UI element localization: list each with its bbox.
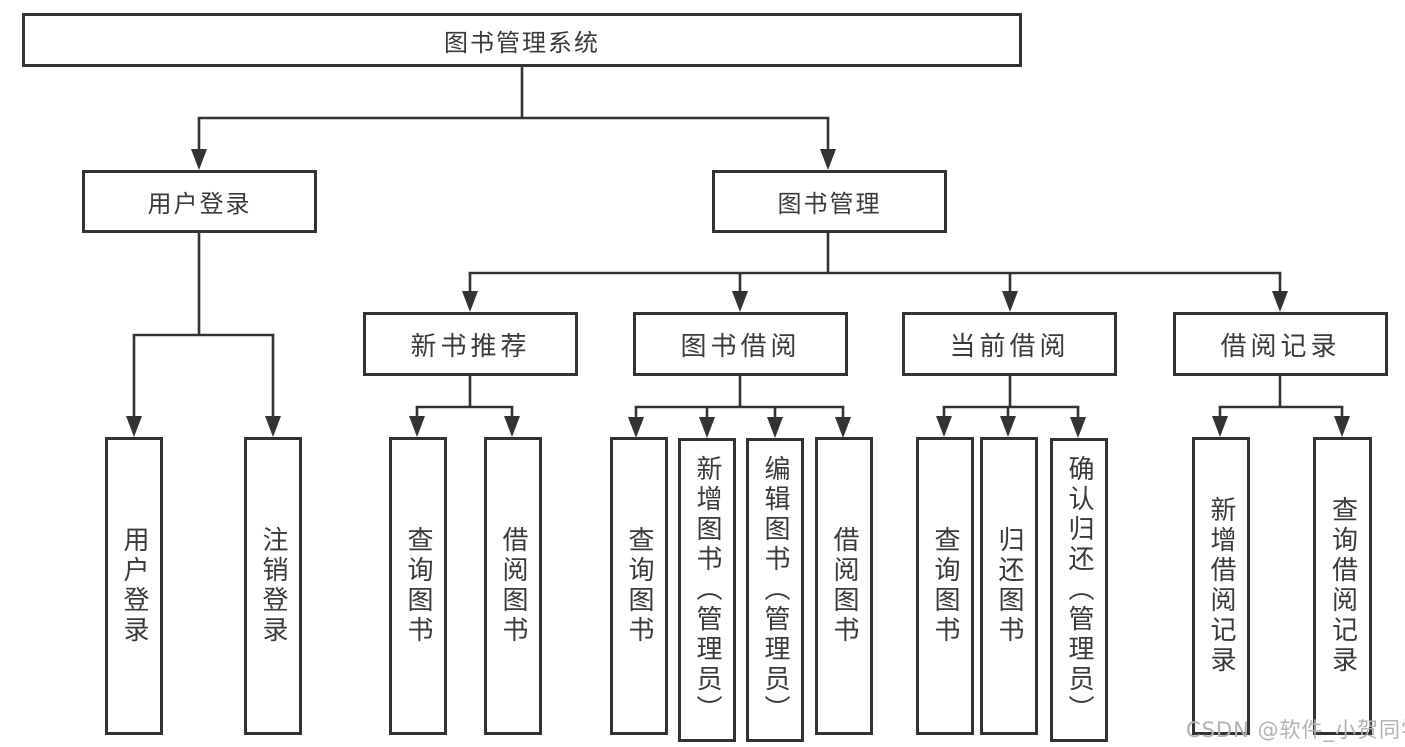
arrowhead-down-icon xyxy=(1000,416,1016,437)
leaf-label: 查询图书 xyxy=(403,526,433,646)
node-current-borrowing: 当前借阅 xyxy=(902,312,1117,376)
arrowhead-down-icon xyxy=(1212,416,1228,437)
leaf-label: 用户登录 xyxy=(119,526,149,646)
arrowhead-down-icon xyxy=(191,149,207,170)
arrowhead-down-icon xyxy=(699,417,715,438)
leaf-user-login: 用户登录 xyxy=(105,437,163,735)
node-label: 当前借阅 xyxy=(949,331,1070,362)
arrowhead-down-icon xyxy=(462,291,478,312)
leaf-query-borrow-record: 查询借阅记录 xyxy=(1313,437,1372,735)
leaf-add-borrow-record: 新增借阅记录 xyxy=(1192,437,1250,735)
leaf-label: 查询图书 xyxy=(624,526,654,646)
arrowhead-down-icon xyxy=(767,417,783,438)
arrowhead-down-icon xyxy=(409,416,425,437)
arrowhead-down-icon xyxy=(126,416,142,437)
node-new-book-recommend: 新书推荐 xyxy=(363,312,578,376)
leaf-confirm-return-admin: 确认归还（管理员） xyxy=(1050,438,1108,742)
leaf-query-books-current: 查询图书 xyxy=(916,437,974,735)
leaf-label: 查询借阅记录 xyxy=(1327,496,1358,676)
leaf-edit-book-admin: 编辑图书（管理员） xyxy=(746,438,804,742)
leaf-label: 查询图书 xyxy=(930,526,960,646)
arrowhead-down-icon xyxy=(628,417,644,438)
node-root-library-system: 图书管理系统 xyxy=(22,13,1022,67)
leaf-query-books-borrowing: 查询图书 xyxy=(610,437,668,735)
arrowhead-down-icon xyxy=(732,291,748,312)
leaf-label: 编辑图书（管理员） xyxy=(760,455,790,725)
arrowhead-down-icon xyxy=(504,416,520,437)
csdn-watermark: CSDN @软件_小贺同学 xyxy=(1186,718,1405,742)
leaf-return-book: 归还图书 xyxy=(980,437,1038,735)
leaf-borrow-books-borrowing: 借阅图书 xyxy=(815,437,873,735)
leaf-logout: 注销登录 xyxy=(244,437,302,735)
arrowhead-down-icon xyxy=(936,416,952,437)
arrowhead-down-icon xyxy=(1002,291,1018,312)
leaf-label: 新增图书（管理员） xyxy=(692,455,722,725)
node-book-borrowing: 图书借阅 xyxy=(633,312,848,376)
leaf-borrow-books-recommend: 借阅图书 xyxy=(484,437,542,735)
node-label: 用户登录 xyxy=(147,190,252,218)
leaf-label: 注销登录 xyxy=(258,526,288,646)
arrowhead-down-icon xyxy=(1070,417,1086,438)
leaf-label: 新增借阅记录 xyxy=(1206,496,1236,676)
arrowhead-down-icon xyxy=(1334,416,1350,437)
leaf-query-books-recommend: 查询图书 xyxy=(389,437,447,735)
leaf-label: 借阅图书 xyxy=(829,526,859,646)
node-label: 新书推荐 xyxy=(410,331,531,362)
node-label: 图书借阅 xyxy=(680,331,801,362)
leaf-label: 确认归还（管理员） xyxy=(1064,455,1094,725)
arrowhead-down-icon xyxy=(820,149,836,170)
arrowhead-down-icon xyxy=(265,416,281,437)
node-borrow-records: 借阅记录 xyxy=(1173,312,1388,376)
node-book-management: 图书管理 xyxy=(712,170,947,233)
node-user-login: 用户登录 xyxy=(82,170,317,233)
node-label: 图书管理系统 xyxy=(444,28,600,57)
node-label: 借阅记录 xyxy=(1220,331,1341,362)
node-label: 图书管理 xyxy=(777,190,882,218)
leaf-label: 借阅图书 xyxy=(498,526,528,646)
leaf-add-book-admin: 新增图书（管理员） xyxy=(678,438,736,742)
arrowhead-down-icon xyxy=(835,417,851,438)
arrowhead-down-icon xyxy=(1272,291,1288,312)
leaf-label: 归还图书 xyxy=(994,526,1024,646)
